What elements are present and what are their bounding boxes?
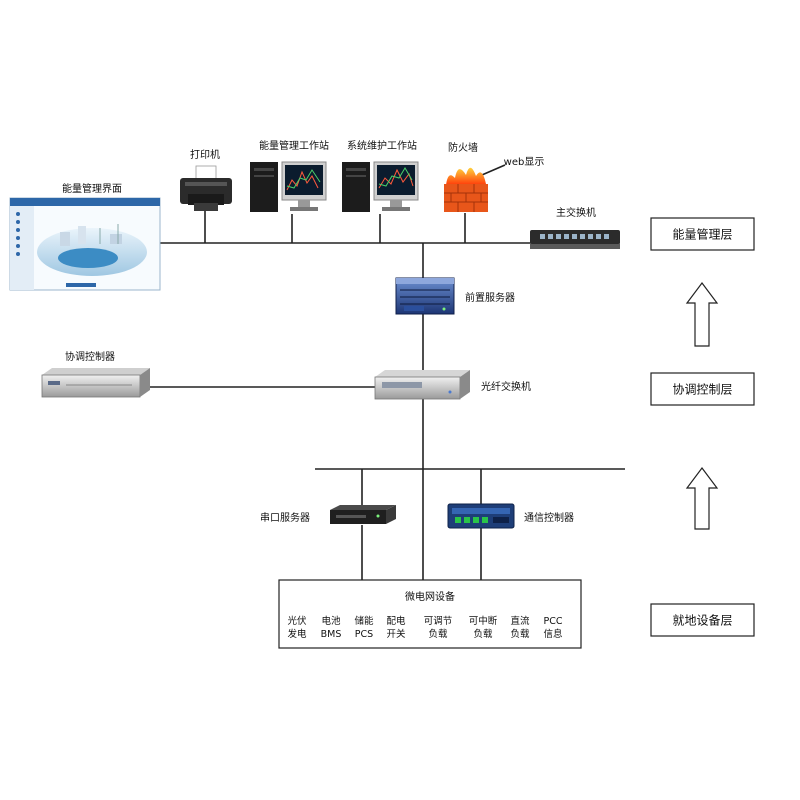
printer-label: 打印机 xyxy=(190,148,220,161)
microgrid-item-7-sub: 负载 xyxy=(510,628,530,640)
firewall-label: 防火墙 xyxy=(448,141,478,154)
microgrid-item-3: 储能 xyxy=(354,615,374,627)
layer-label-coordination: 协调控制层 xyxy=(672,382,732,397)
microgrid-item-8-sub: 信息 xyxy=(543,628,562,640)
layer-box-energy xyxy=(650,217,755,251)
microgrid-item-4-sub: 开关 xyxy=(386,628,406,640)
microgrid-item-list: 光伏 发电 电池 BMS 储能 PCS 配电 开关 可调节 负载 可中断 负载 … xyxy=(287,615,562,640)
firewall-icon xyxy=(444,167,488,212)
energy-ui-label: 能量管理界面 xyxy=(62,182,122,195)
microgrid-box xyxy=(278,579,582,649)
comm-controller-label: 通信控制器 xyxy=(524,511,574,524)
microgrid-item-8: PCC xyxy=(544,616,563,627)
serial-server-label: 串口服务器 xyxy=(260,511,310,524)
microgrid-item-2-sub: BMS xyxy=(321,629,342,640)
microgrid-item-1-sub: 发电 xyxy=(287,628,307,640)
main-switch-label: 主交换机 xyxy=(556,206,596,219)
fiber-switch-icon xyxy=(374,370,470,400)
microgrid-item-1: 光伏 xyxy=(287,615,307,627)
comm-controller-icon xyxy=(447,503,515,529)
up-arrow-icon xyxy=(685,467,719,530)
microgrid-item-4: 配电 xyxy=(386,615,406,627)
microgrid-title: 微电网设备 xyxy=(405,590,455,603)
fiber-switch-label: 光纤交换机 xyxy=(481,380,531,393)
microgrid-item-6-sub: 负载 xyxy=(473,628,493,640)
maintenance-workstation-icon xyxy=(342,161,419,212)
layer-box-field xyxy=(650,603,755,637)
up-arrow-icon xyxy=(685,282,719,347)
microgrid-item-7: 直流 xyxy=(510,615,530,627)
main-switch-icon xyxy=(530,230,620,249)
energy-workstation-label: 能量管理工作站 xyxy=(259,139,329,152)
layer-label-energy: 能量管理层 xyxy=(672,227,732,242)
printer-icon xyxy=(180,165,232,211)
front-server-label: 前置服务器 xyxy=(465,291,515,304)
microgrid-item-5-sub: 负载 xyxy=(428,628,448,640)
web-display-label: web显示 xyxy=(504,156,545,168)
microgrid-item-3-sub: PCS xyxy=(355,629,373,640)
microgrid-item-6: 可中断 xyxy=(469,615,498,627)
microgrid-item-2: 电池 xyxy=(321,615,341,627)
energy-workstation-icon xyxy=(250,161,327,212)
energy-ui-screen xyxy=(9,197,161,291)
coord-controller-label: 协调控制器 xyxy=(65,350,115,363)
serial-server-icon xyxy=(330,505,396,524)
maintenance-workstation-label: 系统维护工作站 xyxy=(347,139,417,152)
microgrid-item-5: 可调节 xyxy=(424,616,453,627)
front-server-icon xyxy=(395,277,455,315)
layer-box-coordination xyxy=(650,372,755,406)
coord-controller-icon xyxy=(41,368,150,398)
layer-label-field: 就地设备层 xyxy=(672,614,732,628)
